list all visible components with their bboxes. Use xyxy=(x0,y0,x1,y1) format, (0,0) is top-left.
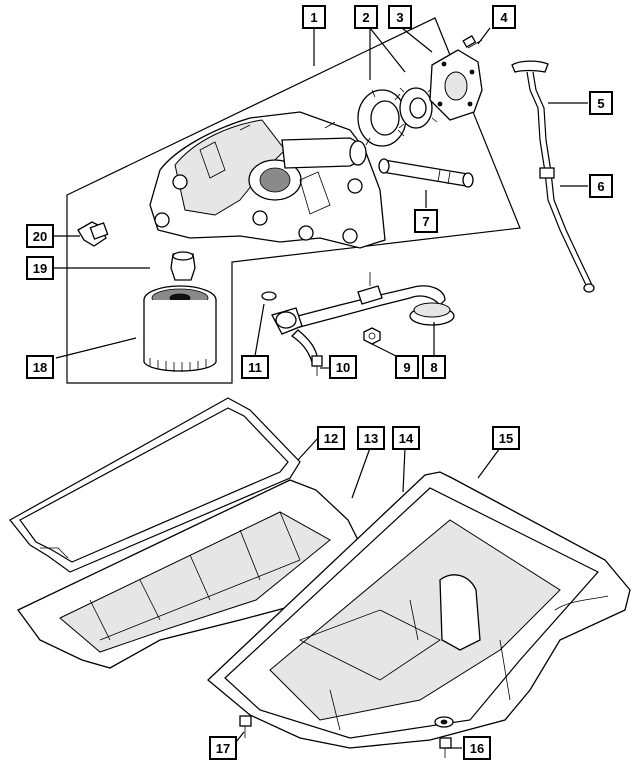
callout-16: 16 xyxy=(463,736,491,760)
callout-5: 5 xyxy=(589,91,613,115)
callout-8: 8 xyxy=(422,355,446,379)
callout-11: 11 xyxy=(241,355,269,379)
svg-text:11: 11 xyxy=(248,360,262,375)
svg-text:13: 13 xyxy=(364,431,378,446)
pump-drive-shaft xyxy=(378,158,474,188)
dipstick-and-tube xyxy=(511,60,595,293)
oil-pan xyxy=(207,471,631,749)
pickup-bolt xyxy=(311,355,323,376)
inner-rotor xyxy=(398,87,438,129)
svg-text:1: 1 xyxy=(310,10,317,25)
callout-9: 9 xyxy=(395,355,419,379)
leader-lines xyxy=(51,27,588,749)
svg-text:2: 2 xyxy=(362,10,369,25)
callout-6: 6 xyxy=(589,174,613,198)
oil-pan-gasket xyxy=(9,397,301,573)
callout-2: 2 xyxy=(354,5,378,29)
pickup-nut xyxy=(363,327,381,345)
svg-text:7: 7 xyxy=(422,214,429,229)
oil-filter xyxy=(143,285,217,372)
callout-4: 4 xyxy=(492,5,516,29)
svg-text:6: 6 xyxy=(597,179,604,194)
outer-rotor xyxy=(357,89,407,147)
callout-14: 14 xyxy=(392,426,420,450)
callout-17: 17 xyxy=(209,736,237,760)
callout-13: 13 xyxy=(357,426,385,450)
callout-19: 19 xyxy=(26,256,54,280)
callout-10: 10 xyxy=(329,355,357,379)
svg-text:4: 4 xyxy=(500,10,508,25)
callout-12: 12 xyxy=(317,426,345,450)
svg-text:20: 20 xyxy=(33,229,47,244)
pickup-o-ring xyxy=(261,291,277,301)
pump-cover-plate xyxy=(429,49,483,121)
svg-text:3: 3 xyxy=(396,10,403,25)
svg-text:17: 17 xyxy=(216,741,230,756)
pan-bolt xyxy=(239,715,252,738)
filter-adapter xyxy=(170,251,196,281)
svg-text:14: 14 xyxy=(399,431,414,446)
svg-text:15: 15 xyxy=(499,431,513,446)
oil-pickup-tube xyxy=(271,272,446,363)
svg-text:10: 10 xyxy=(336,360,350,375)
group-boundary-outline xyxy=(66,17,521,384)
svg-text:12: 12 xyxy=(324,431,338,446)
callout-3: 3 xyxy=(388,5,412,29)
svg-text:19: 19 xyxy=(33,261,47,276)
svg-text:18: 18 xyxy=(33,360,47,375)
drain-plug-fitting xyxy=(77,221,109,247)
svg-text:8: 8 xyxy=(430,360,437,375)
callout-15: 15 xyxy=(492,426,520,450)
callout-18: 18 xyxy=(26,355,54,379)
pickup-screen xyxy=(409,302,455,326)
svg-text:9: 9 xyxy=(403,360,410,375)
svg-text:16: 16 xyxy=(470,741,484,756)
drain-plug-and-washer xyxy=(434,716,454,758)
windage-tray xyxy=(17,479,363,669)
callout-1: 1 xyxy=(302,5,326,29)
callout-20: 20 xyxy=(26,224,54,248)
callout-7: 7 xyxy=(414,209,438,233)
oil-pump-housing xyxy=(149,111,386,249)
svg-text:5: 5 xyxy=(597,96,604,111)
